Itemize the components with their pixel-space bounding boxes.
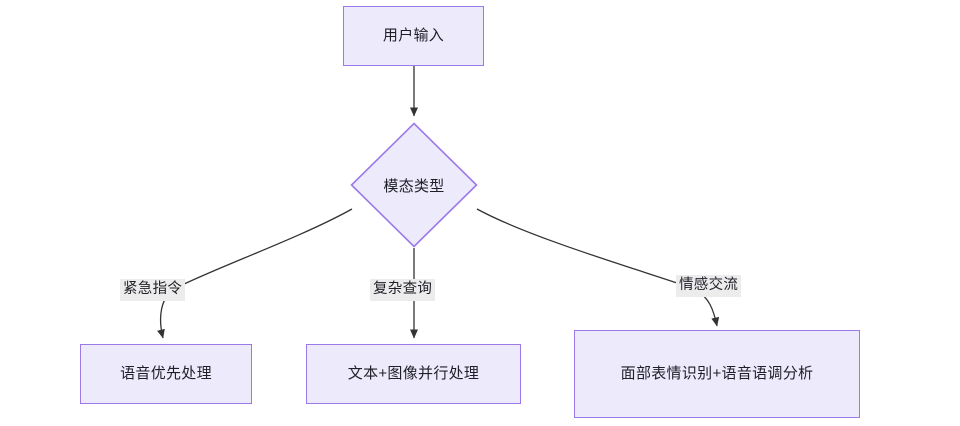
edge-label-complex-query: 复杂查询 bbox=[370, 279, 436, 301]
diamond-shape bbox=[350, 122, 478, 248]
edge-decide-voice bbox=[157, 208, 353, 339]
node-user-input[interactable]: 用户输入 bbox=[343, 6, 484, 66]
edge-label-emotional-exchange: 情感交流 bbox=[676, 275, 742, 297]
node-user-input-label: 用户输入 bbox=[382, 27, 445, 45]
node-emotion-analysis[interactable]: 面部表情识别+语音语调分析 bbox=[574, 330, 860, 418]
node-text-image-parallel-label: 文本+图像并行处理 bbox=[347, 365, 480, 383]
node-modality-type-label: 模态类型 bbox=[383, 177, 445, 195]
node-text-image-parallel[interactable]: 文本+图像并行处理 bbox=[306, 344, 521, 404]
edge-label-urgent-command: 紧急指令 bbox=[120, 279, 186, 301]
node-voice-priority-label: 语音优先处理 bbox=[120, 365, 212, 383]
node-modality-type[interactable]: 模态类型 bbox=[350, 122, 478, 248]
node-voice-priority[interactable]: 语音优先处理 bbox=[80, 344, 252, 404]
edge-decide-emotion bbox=[476, 208, 720, 327]
node-emotion-analysis-label: 面部表情识别+语音语调分析 bbox=[620, 365, 814, 383]
